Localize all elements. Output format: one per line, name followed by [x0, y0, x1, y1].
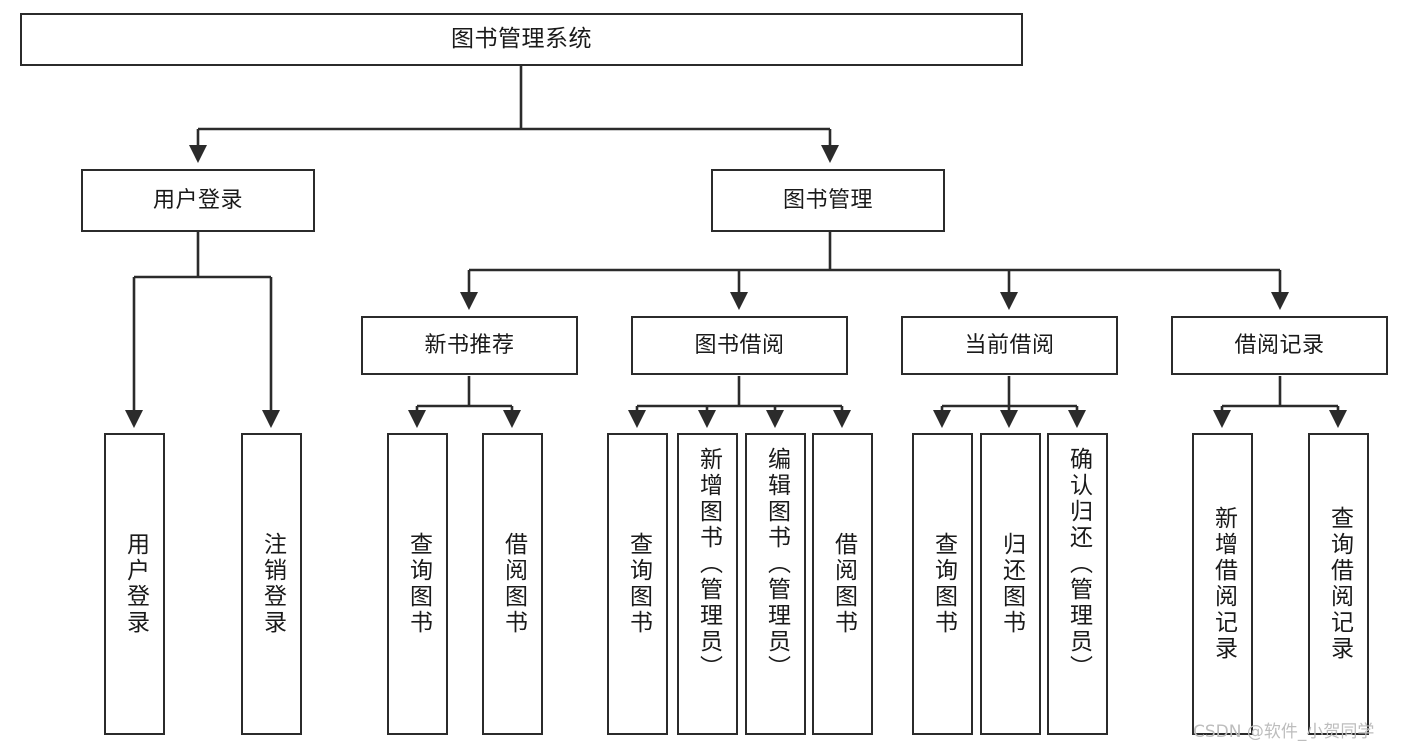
leaf-book-borrow-add[interactable]: 新增图书（管理员）: [677, 433, 738, 735]
leaf-new-book-query[interactable]: 查询图书: [387, 433, 448, 735]
leaf-book-borrow-add-label: 新增图书（管理员）: [695, 447, 722, 681]
node-current-borrow[interactable]: 当前借阅: [901, 316, 1118, 375]
leaf-current-borrow-confirm-label: 确认归还（管理员）: [1065, 447, 1092, 681]
node-root-label: 图书管理系统: [451, 26, 592, 53]
leaf-book-borrow-edit[interactable]: 编辑图书（管理员）: [745, 433, 806, 735]
leaf-borrow-record-add[interactable]: 新增借阅记录: [1192, 433, 1253, 735]
node-book-management[interactable]: 图书管理: [711, 169, 945, 232]
leaf-user-login-login-label: 用户登录: [122, 532, 149, 636]
node-user-login[interactable]: 用户登录: [81, 169, 315, 232]
leaf-current-borrow-return[interactable]: 归还图书: [980, 433, 1041, 735]
leaf-book-borrow-borrow[interactable]: 借阅图书: [812, 433, 873, 735]
node-user-login-label: 用户登录: [152, 187, 243, 213]
leaf-current-borrow-return-label: 归还图书: [998, 532, 1025, 636]
leaf-new-book-borrow-label: 借阅图书: [500, 532, 527, 636]
leaf-current-borrow-query[interactable]: 查询图书: [912, 433, 973, 735]
node-book-borrow[interactable]: 图书借阅: [631, 316, 848, 375]
node-current-borrow-label: 当前借阅: [964, 332, 1055, 358]
leaf-book-borrow-borrow-label: 借阅图书: [830, 532, 857, 636]
node-root[interactable]: 图书管理系统: [20, 13, 1023, 66]
node-borrow-record-label: 借阅记录: [1234, 332, 1325, 358]
leaf-book-borrow-query-label: 查询图书: [625, 532, 652, 636]
node-book-borrow-label: 图书借阅: [694, 332, 785, 358]
node-new-book-recommend[interactable]: 新书推荐: [361, 316, 578, 375]
node-book-management-label: 图书管理: [782, 187, 873, 213]
node-new-book-recommend-label: 新书推荐: [424, 332, 515, 358]
leaf-user-login-login[interactable]: 用户登录: [104, 433, 165, 735]
leaf-book-borrow-edit-label: 编辑图书（管理员）: [763, 447, 790, 681]
leaf-borrow-record-query[interactable]: 查询借阅记录: [1308, 433, 1369, 735]
leaf-book-borrow-query[interactable]: 查询图书: [607, 433, 668, 735]
leaf-borrow-record-add-label: 新增借阅记录: [1210, 506, 1237, 662]
leaf-current-borrow-confirm[interactable]: 确认归还（管理员）: [1047, 433, 1108, 735]
leaf-new-book-query-label: 查询图书: [405, 532, 432, 636]
leaf-current-borrow-query-label: 查询图书: [930, 532, 957, 636]
node-borrow-record[interactable]: 借阅记录: [1171, 316, 1388, 375]
watermark-text: CSDN @软件_小贺同学: [1193, 722, 1375, 742]
leaf-new-book-borrow[interactable]: 借阅图书: [482, 433, 543, 735]
leaf-borrow-record-query-label: 查询借阅记录: [1326, 506, 1353, 662]
leaf-user-login-logout[interactable]: 注销登录: [241, 433, 302, 735]
leaf-user-login-logout-label: 注销登录: [259, 532, 286, 636]
